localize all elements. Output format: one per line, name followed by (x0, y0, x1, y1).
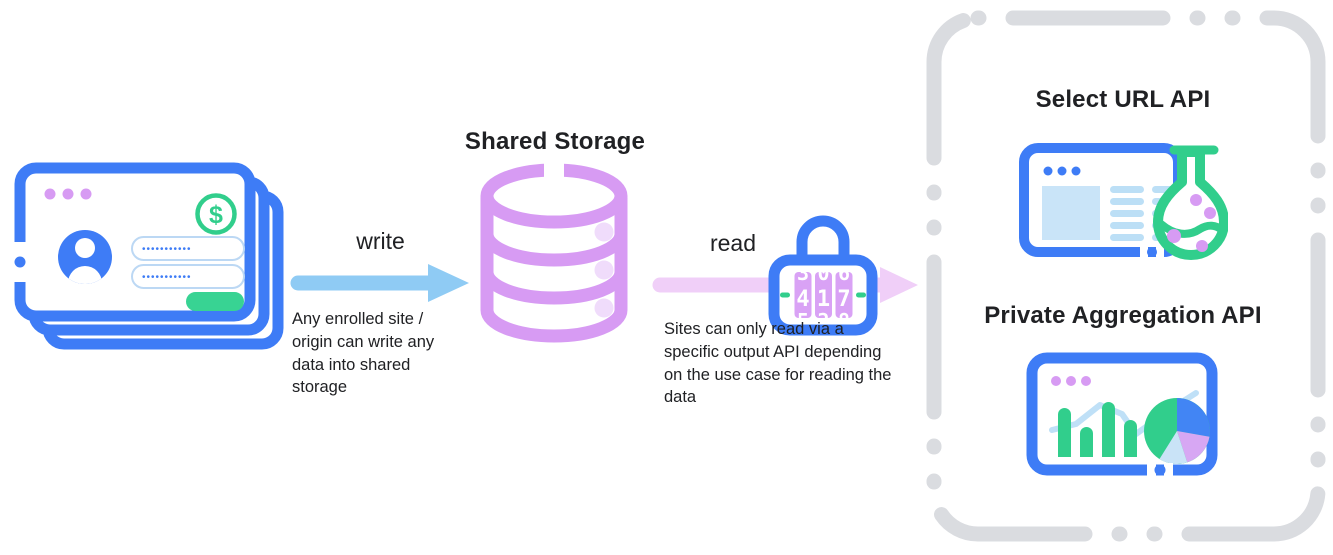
write-label: write (356, 228, 405, 254)
lock-digit: 4 (796, 287, 809, 312)
svg-text:6: 6 (838, 261, 850, 285)
flask-icon (1153, 145, 1228, 260)
browser-stack-icon: $ ••••••••••• ••••••••••• (13, 162, 284, 350)
output-panel-dashed-border (926, 10, 1326, 542)
lock-digit: 7 (837, 287, 850, 312)
submit-button[interactable] (186, 292, 244, 311)
svg-text:8: 8 (838, 309, 850, 333)
combination-lock-icon: 4 1 7 3 0 6 5 2 8 (768, 215, 878, 336)
lock-digit: 1 (817, 287, 830, 312)
bar-chart-icon (1058, 402, 1137, 457)
svg-text:3: 3 (797, 261, 809, 285)
database-icon (480, 161, 628, 343)
svg-text:5: 5 (797, 309, 809, 333)
svg-text:•••••••••••: ••••••••••• (142, 244, 192, 255)
window-control-dots-icon (44, 188, 92, 200)
write-caption: Any enrolled site / origin can write any… (292, 310, 435, 397)
password-field[interactable]: ••••••••••• (131, 264, 245, 289)
password-field[interactable]: ••••••••••• (131, 236, 245, 261)
svg-text:2: 2 (817, 309, 829, 333)
dollar-badge-icon: $ (195, 193, 237, 235)
read-label: read (709, 230, 757, 256)
svg-text:$: $ (209, 201, 223, 229)
pie-chart-icon (1144, 398, 1210, 465)
shared-storage-title: Shared Storage (464, 128, 646, 155)
read-caption: Sites can only read via a specific outpu… (664, 320, 892, 407)
select-url-api-title: Select URL API (1035, 86, 1211, 113)
write-arrow-icon (290, 264, 469, 302)
svg-text:0: 0 (817, 261, 829, 285)
private-aggregation-api-title: Private Aggregation API (984, 302, 1262, 329)
user-avatar-icon (58, 230, 112, 284)
svg-text:•••••••••••: ••••••••••• (142, 272, 192, 283)
dashboard-chart-icon (1026, 352, 1218, 477)
browser-flask-icon (1019, 143, 1228, 260)
